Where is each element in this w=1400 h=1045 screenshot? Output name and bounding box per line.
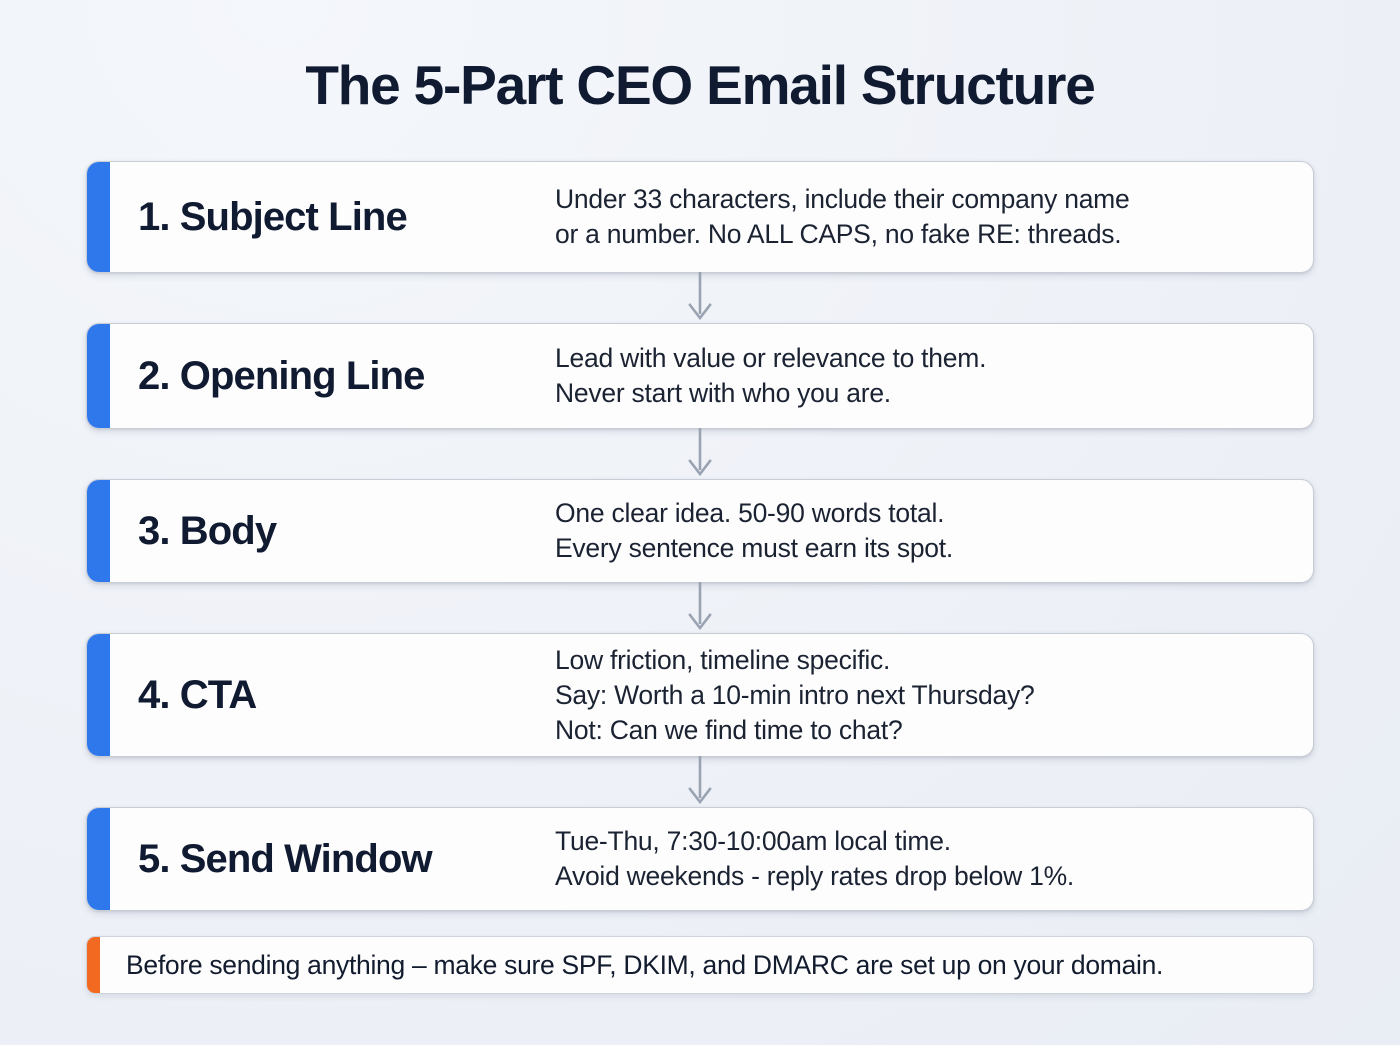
- step-content: 1. Subject Line Under 33 characters, inc…: [110, 162, 1313, 272]
- step-content: 2. Opening Line Lead with value or relev…: [110, 324, 1313, 428]
- step-title-5: 5. Send Window: [138, 837, 433, 881]
- arrow-down-icon: [688, 428, 712, 477]
- connector-gap-4: [86, 756, 1314, 807]
- step-card-5[interactable]: 5. Send Window Tue-Thu, 7:30-10:00am loc…: [86, 807, 1314, 911]
- footer-note: Before sending anything – make sure SPF,…: [86, 936, 1314, 994]
- page-title: The 5-Part CEO Email Structure: [305, 54, 1095, 116]
- step-title-1: 1. Subject Line: [138, 195, 408, 239]
- step-title-3: 3. Body: [138, 509, 277, 553]
- connector-gap-1: [86, 272, 1314, 323]
- connector-gap-3: [86, 582, 1314, 633]
- step-accent-bar: [87, 324, 110, 428]
- step-accent-bar: [87, 634, 110, 756]
- step-card-2[interactable]: 2. Opening Line Lead with value or relev…: [86, 323, 1314, 429]
- step-accent-bar: [87, 808, 110, 910]
- step-description-2: Lead with value or relevance to them. Ne…: [555, 343, 987, 408]
- step-accent-bar: [87, 162, 110, 272]
- note-accent-bar: [87, 937, 100, 993]
- step-description-5: Tue-Thu, 7:30-10:00am local time. Avoid …: [555, 826, 1075, 891]
- step-content: 5. Send Window Tue-Thu, 7:30-10:00am loc…: [110, 808, 1313, 910]
- note-text: Before sending anything – make sure SPF,…: [126, 950, 1164, 980]
- step-accent-bar: [87, 480, 110, 582]
- arrow-down-icon: [688, 272, 712, 321]
- arrow-down-icon: [688, 582, 712, 631]
- steps-list: 1. Subject Line Under 33 characters, inc…: [86, 161, 1314, 911]
- step-description-4: Low friction, timeline specific. Say: Wo…: [555, 644, 1035, 745]
- connector-gap-2: [86, 428, 1314, 479]
- step-content: 3. Body One clear idea. 50-90 words tota…: [110, 480, 1313, 582]
- step-title-2: 2. Opening Line: [138, 354, 425, 398]
- step-description-1: Under 33 characters, include their compa…: [555, 184, 1130, 249]
- step-content: 4. CTA Low friction, timeline specific. …: [110, 634, 1313, 756]
- step-card-4[interactable]: 4. CTA Low friction, timeline specific. …: [86, 633, 1314, 757]
- step-card-1[interactable]: 1. Subject Line Under 33 characters, inc…: [86, 161, 1314, 273]
- step-description-3: One clear idea. 50-90 words total. Every…: [555, 498, 954, 563]
- arrow-down-icon: [688, 756, 712, 805]
- step-title-4: 4. CTA: [138, 673, 257, 717]
- step-card-3[interactable]: 3. Body One clear idea. 50-90 words tota…: [86, 479, 1314, 583]
